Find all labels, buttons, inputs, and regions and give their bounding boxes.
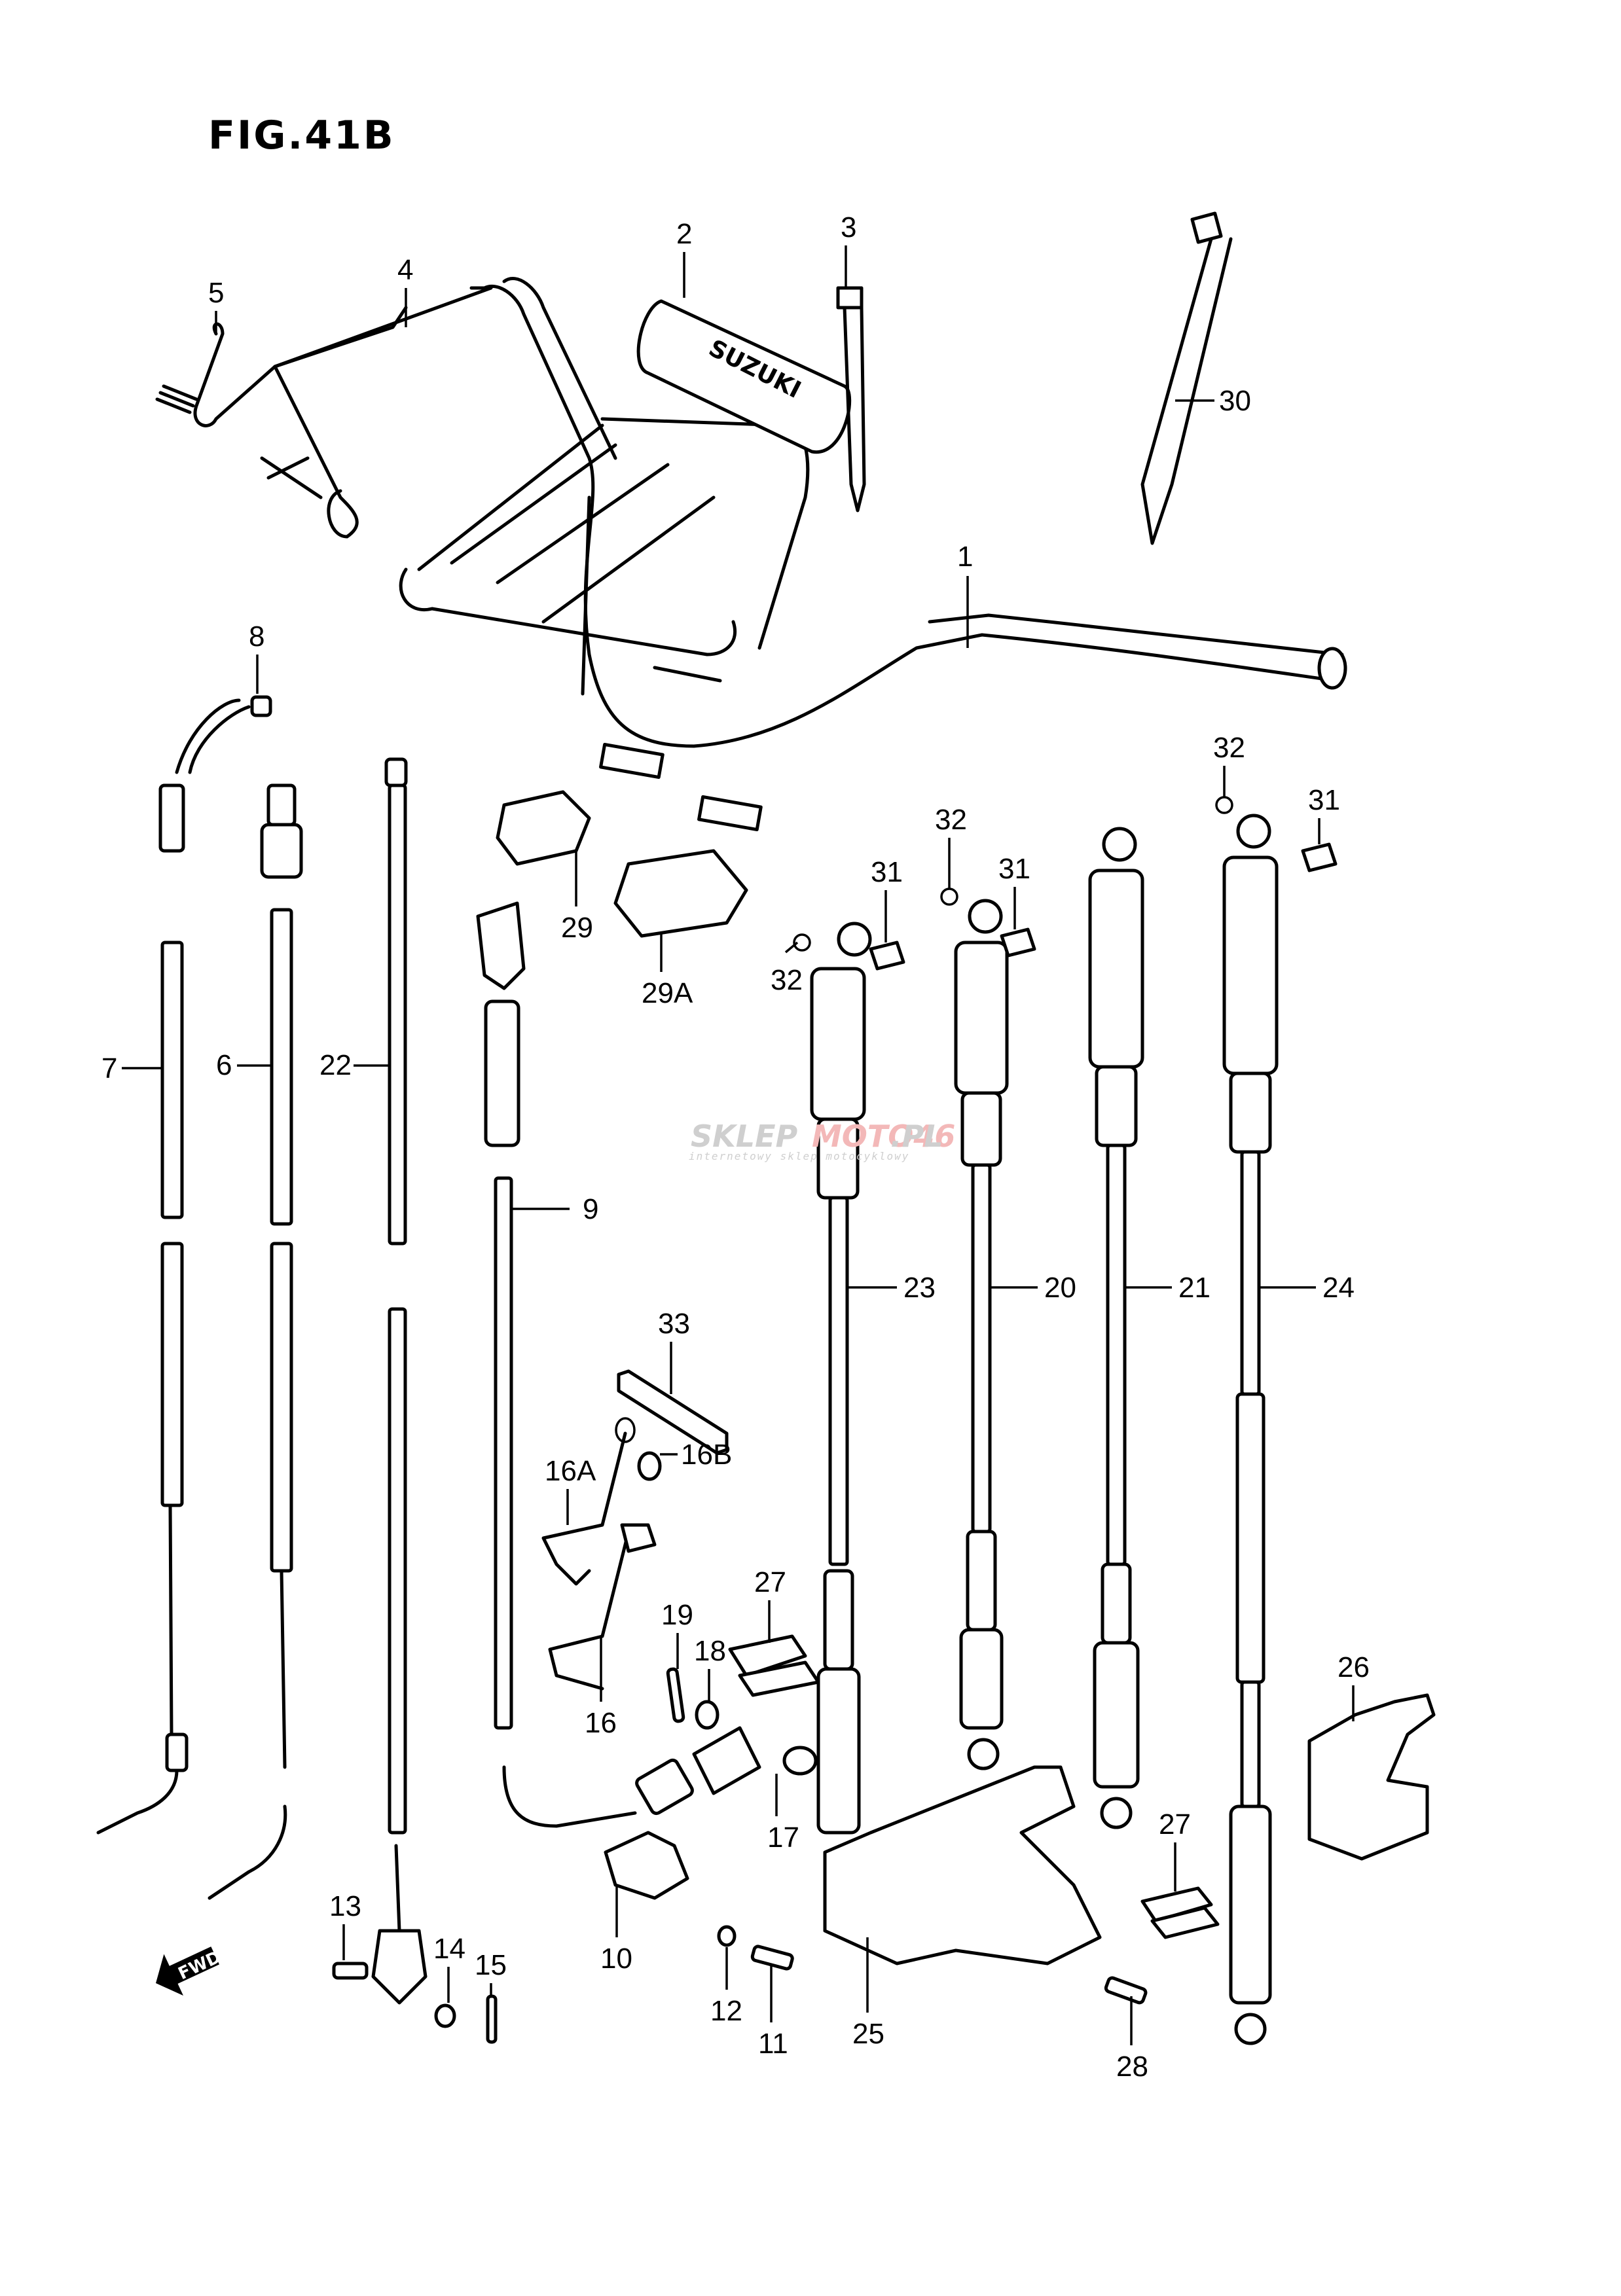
callouts: 1 2 3 4 5 6 7 8 9 10 11 12 13 bbox=[101, 211, 1370, 2083]
callout-32-left: 32 bbox=[771, 964, 803, 996]
washer-12 bbox=[717, 1925, 737, 1947]
clamp-29a bbox=[613, 849, 748, 938]
cable-7 bbox=[96, 698, 251, 1835]
callout-16: 16 bbox=[585, 1707, 617, 1739]
callout-4: 4 bbox=[397, 254, 413, 286]
callout-8: 8 bbox=[249, 620, 264, 653]
callout-16b: 16B bbox=[681, 1439, 732, 1471]
callout-29: 29 bbox=[561, 912, 593, 944]
callout-21: 21 bbox=[1178, 1272, 1211, 1304]
callout-3: 3 bbox=[841, 211, 856, 243]
callout-31-right: 31 bbox=[1308, 784, 1340, 816]
figure-title: FIG.41B bbox=[208, 113, 395, 158]
callout-27-left: 27 bbox=[754, 1566, 786, 1598]
wire-16a bbox=[541, 1417, 636, 1586]
callout-22: 22 bbox=[319, 1049, 352, 1081]
washer-14 bbox=[434, 2003, 456, 2028]
clip-27b bbox=[1140, 1886, 1220, 1939]
cable-22 bbox=[371, 757, 428, 2005]
grip-part: SUZUKI bbox=[636, 299, 852, 454]
callout-11: 11 bbox=[758, 2028, 788, 2060]
callout-1: 1 bbox=[957, 541, 973, 573]
callout-29a: 29A bbox=[642, 977, 693, 1009]
callout-6: 6 bbox=[216, 1049, 232, 1081]
clamp-10 bbox=[604, 1831, 689, 1900]
pin-19 bbox=[666, 1667, 685, 1723]
watermark-text-accent: MOTO46 bbox=[812, 1119, 955, 1154]
callout-14: 14 bbox=[433, 1933, 465, 1965]
callout-13: 13 bbox=[329, 1890, 361, 1922]
callout-31-left: 31 bbox=[871, 856, 903, 888]
pin-31a bbox=[869, 941, 905, 971]
nut-8 bbox=[250, 695, 272, 717]
cable-9 bbox=[476, 901, 761, 1828]
spring-and-wire bbox=[155, 286, 493, 539]
cable-tie-small bbox=[836, 286, 866, 512]
holder-33 bbox=[617, 1369, 729, 1455]
cable-20 bbox=[954, 899, 1009, 1770]
callout-32-right: 32 bbox=[1213, 732, 1245, 764]
watermark-text-right: .PL bbox=[890, 1119, 943, 1154]
handlebar-assembly bbox=[399, 277, 1347, 832]
cable-21 bbox=[1088, 827, 1144, 1829]
callout-20: 20 bbox=[1044, 1272, 1076, 1304]
watermark: SKLEP MOTO46 .PL internetowy sklep motoc… bbox=[689, 1119, 955, 1162]
callout-5: 5 bbox=[208, 277, 224, 309]
callout-10: 10 bbox=[600, 1943, 632, 1975]
callout-25: 25 bbox=[852, 2018, 884, 2050]
clip-32c bbox=[1215, 796, 1233, 814]
cable-6 bbox=[208, 783, 303, 1900]
clip-32a bbox=[793, 933, 811, 952]
bracket-26 bbox=[1307, 1693, 1436, 1861]
callout-33: 33 bbox=[658, 1308, 690, 1340]
watermark-text-left: SKLEP bbox=[691, 1119, 798, 1154]
washer-18 bbox=[695, 1700, 719, 1730]
pin-17 bbox=[782, 1746, 818, 1776]
callout-31-middle: 31 bbox=[998, 853, 1030, 885]
clip-27a bbox=[728, 1634, 820, 1697]
bracket-25 bbox=[823, 1765, 1102, 1965]
clip-32b bbox=[940, 888, 958, 906]
callout-17: 17 bbox=[767, 1821, 799, 1854]
cable-tie-large bbox=[1140, 211, 1233, 545]
callout-19: 19 bbox=[661, 1599, 693, 1631]
bolt-13 bbox=[332, 1962, 369, 1980]
callout-12: 12 bbox=[710, 1995, 742, 2027]
callout-27-right: 27 bbox=[1159, 1808, 1191, 1840]
callout-24: 24 bbox=[1322, 1272, 1355, 1304]
callout-26: 26 bbox=[1338, 1651, 1370, 1683]
callout-30: 30 bbox=[1219, 385, 1251, 417]
watermark-subtitle: internetowy sklep motocyklowy bbox=[689, 1150, 909, 1162]
wire-16 bbox=[548, 1523, 657, 1691]
pin-15 bbox=[486, 1994, 498, 2044]
callout-28: 28 bbox=[1116, 2051, 1148, 2083]
callout-32-middle: 32 bbox=[935, 804, 967, 836]
callout-16a: 16A bbox=[545, 1455, 596, 1487]
callout-7: 7 bbox=[101, 1052, 117, 1085]
callout-2: 2 bbox=[676, 218, 692, 250]
pin-31b bbox=[1000, 927, 1036, 958]
callout-23: 23 bbox=[903, 1272, 936, 1304]
cable-24 bbox=[1222, 814, 1279, 2045]
washer-16b bbox=[637, 1451, 662, 1481]
bolt-28 bbox=[1104, 1976, 1148, 2005]
callout-15: 15 bbox=[475, 1949, 507, 1981]
pin-31c bbox=[1301, 842, 1338, 872]
forward-direction-marker: FWD bbox=[156, 1946, 224, 1996]
cable-23 bbox=[810, 922, 872, 1888]
callout-9: 9 bbox=[583, 1193, 598, 1225]
callout-18: 18 bbox=[694, 1635, 726, 1667]
